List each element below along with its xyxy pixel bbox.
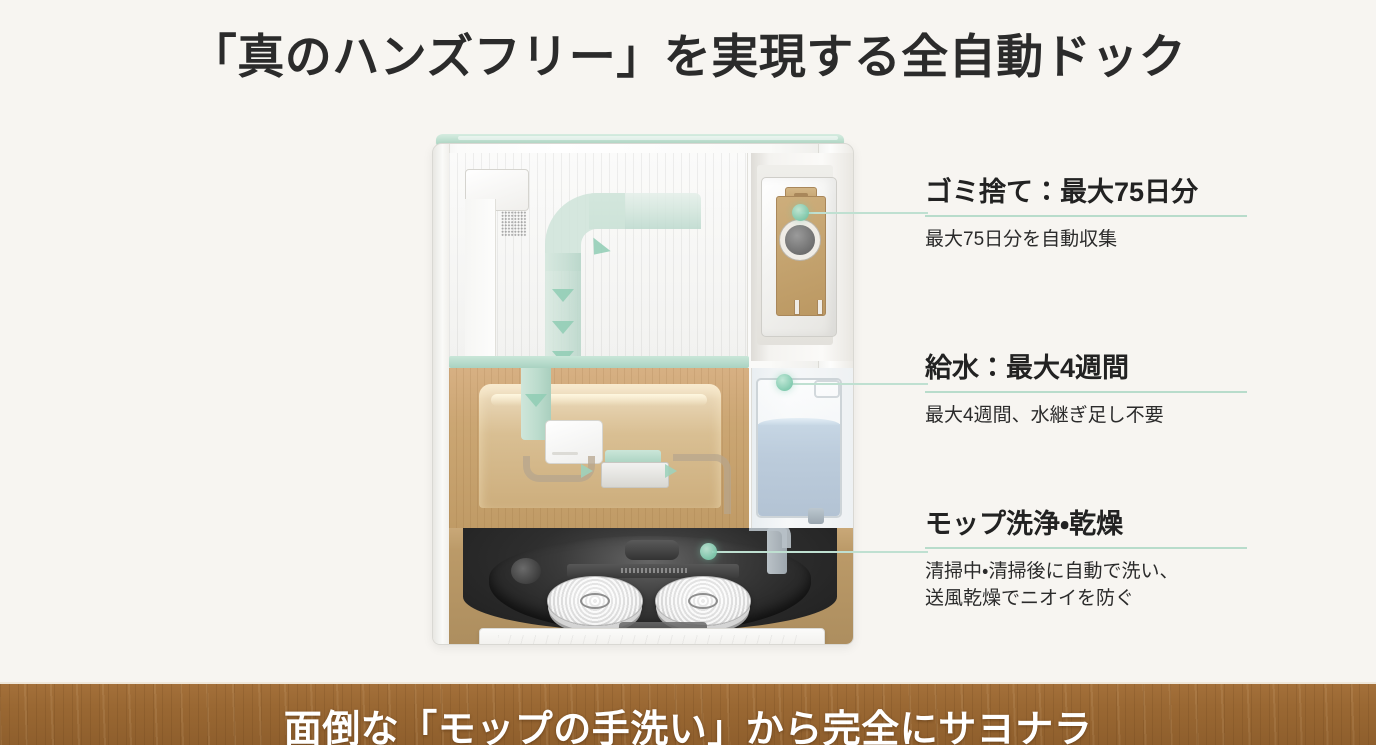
airflow-duct [545, 193, 701, 375]
callout-title: モップ洗浄・乾燥 [925, 509, 1124, 539]
chamber-divider-shelf [449, 356, 749, 368]
motor-unit [601, 462, 669, 488]
leader-line-1 [800, 212, 928, 214]
base-ramp [479, 628, 825, 644]
water-tank [751, 368, 853, 528]
chamber-side-panel [465, 199, 496, 369]
callout-body: 最大75日分を自動収集 [925, 228, 1118, 250]
dock-shell [432, 143, 854, 645]
bottom-banner-text: 面倒な「モップの手洗い」から完全にサヨナラ [283, 709, 1093, 745]
dock-illustration [428, 134, 860, 654]
callout-title: ゴミ捨て：最大75日分 [925, 177, 1199, 207]
vent-grille-icon [501, 211, 527, 237]
mop-pad-left [547, 576, 643, 626]
callout-marker-dot-2 [776, 374, 793, 391]
dust-bag-port [780, 220, 820, 260]
mop-pad-hub [688, 593, 718, 609]
water-tank-cap [814, 380, 840, 398]
airflow-arrow-icon [552, 321, 574, 334]
water-surface-line [758, 418, 840, 425]
water-flow-arrow-icon [581, 464, 593, 478]
dust-bag-slot [817, 300, 823, 315]
callout-mop-wash-dry: モップ洗浄・乾燥 清掃中・清掃後に自動で洗い、 送風乾燥でニオイを防ぐ [925, 508, 1255, 613]
airflow-arrow-icon [525, 394, 547, 407]
water-tank-outlet [808, 508, 824, 524]
dock-left-wall [433, 144, 450, 644]
bottom-banner: 面倒な「モップの手洗い」から完全にサヨナラ [0, 682, 1376, 745]
dock-top-cap-highlight [458, 136, 838, 140]
callout-dust-disposal: ゴミ捨て：最大75日分 最大75日分を自動収集 [925, 176, 1255, 253]
callout-marker-dot-3 [700, 543, 717, 560]
callout-underline [925, 214, 1247, 217]
valve-unit [605, 450, 661, 464]
page-title: 「真のハンズフリー」を実現する全自動ドック [189, 30, 1187, 83]
mop-pad-hub [580, 593, 610, 609]
leader-line-3 [712, 551, 928, 553]
water-fill [758, 424, 840, 516]
upper-chamber [449, 153, 748, 375]
callout-body: 清掃中・清掃後に自動で洗い、 送風乾燥でニオイを防ぐ [925, 560, 1179, 610]
callout-underline [925, 546, 1247, 549]
dust-bag [761, 177, 837, 337]
middle-compartment [449, 368, 749, 528]
mop-pad-right [655, 576, 751, 626]
robot-side-brush [511, 558, 541, 584]
drain-pipe-elbow [749, 528, 791, 548]
callout-underline [925, 390, 1247, 393]
callout-marker-dot-1 [792, 204, 809, 221]
callout-title: 給水：最大4週間 [925, 353, 1130, 383]
leader-line-2 [790, 383, 928, 385]
airflow-arrow-icon [552, 289, 574, 302]
dust-bag-compartment [751, 153, 853, 361]
robot-top-bar [567, 564, 739, 578]
callout-water-supply: 給水：最大4週間 最大4週間、水継ぎ足し不要 [925, 352, 1255, 429]
callout-body: 最大4週間、水継ぎ足し不要 [925, 404, 1164, 426]
robot-dust-port [625, 540, 679, 560]
water-pipe-right [673, 454, 731, 514]
dust-bag-slot [794, 300, 800, 315]
